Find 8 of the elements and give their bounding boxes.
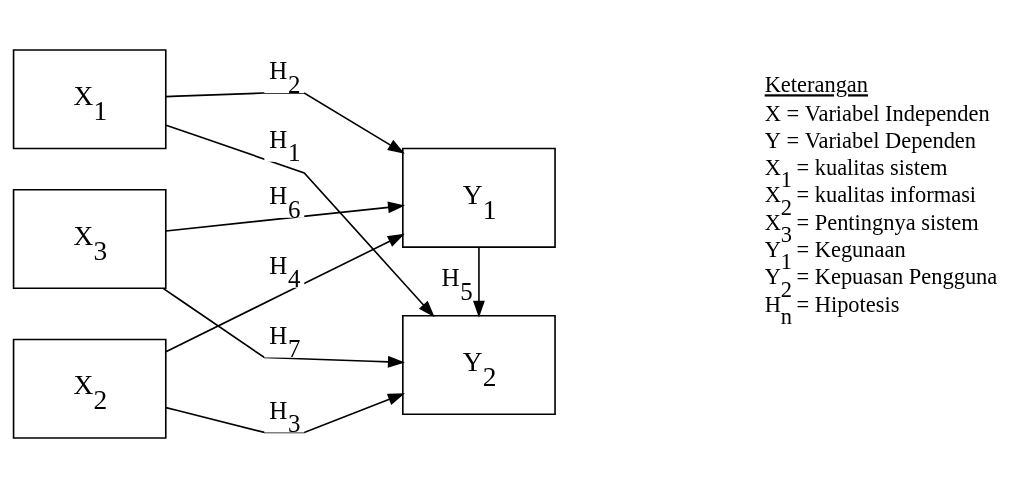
arrow (473, 246, 485, 318)
arrow (165, 233, 405, 353)
label: X = Variabel Independen (764, 100, 990, 126)
arrow (165, 201, 405, 232)
arrow (165, 92, 405, 154)
label: Keterangan (764, 72, 869, 98)
label: Y = Variabel Dependen (764, 128, 977, 154)
arrow (162, 287, 405, 368)
